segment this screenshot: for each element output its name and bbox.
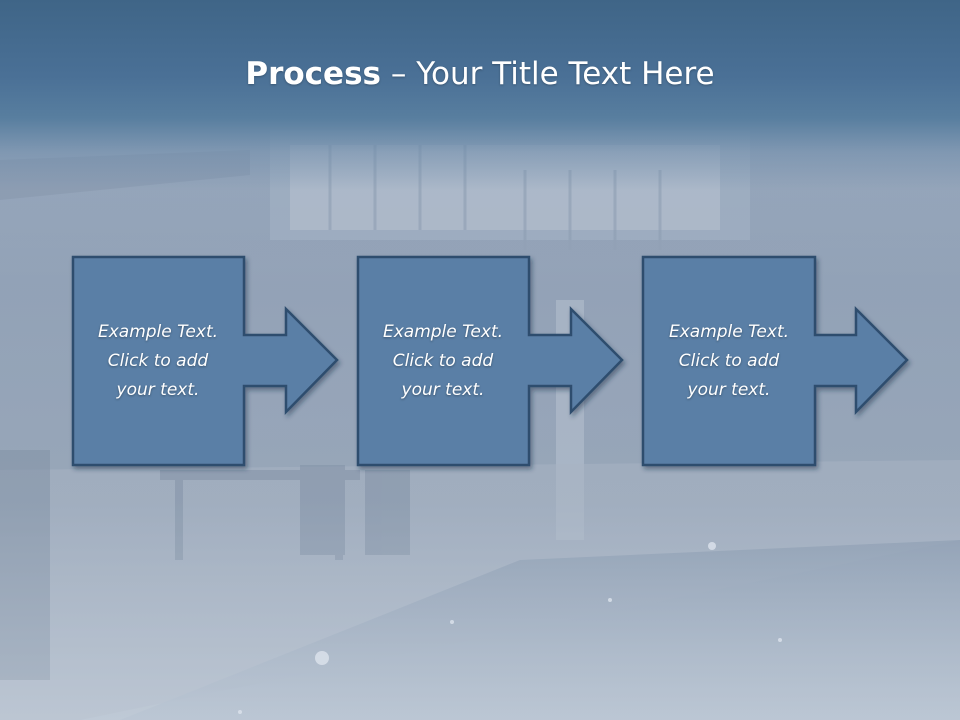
process-step-3-text[interactable]: Example Text. Click to add your text. [668,321,790,400]
page-title[interactable]: Process – Your Title Text Here [0,52,960,96]
title-bold: Process [245,56,381,92]
title-rest: – Your Title Text Here [381,56,715,92]
title-band [0,0,960,190]
process-step-2-shape[interactable] [356,255,624,467]
process-step-1-shape[interactable] [71,255,339,467]
process-step-1-text[interactable]: Example Text. Click to add your text. [97,321,219,400]
process-step-2-text[interactable]: Example Text. Click to add your text. [382,321,504,400]
process-step-3-shape[interactable] [641,255,909,467]
